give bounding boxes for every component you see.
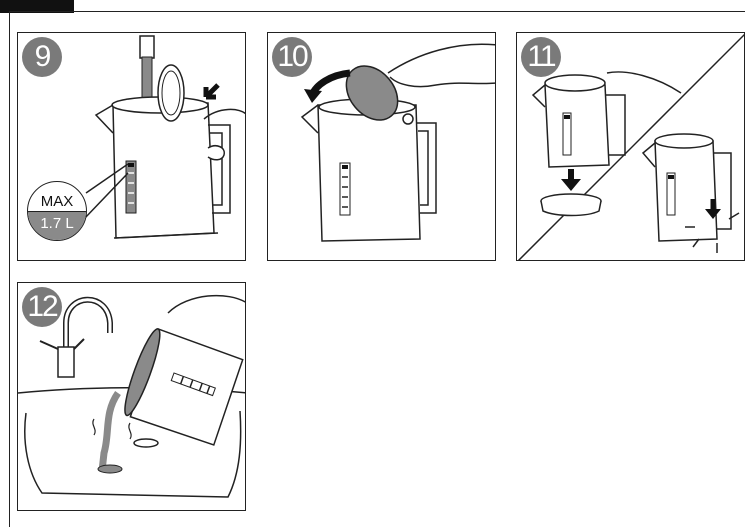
step-9-panel: 9 MAX 1.7 L xyxy=(17,32,246,261)
step-badge: 9 xyxy=(22,37,62,77)
step-11-panel: 11 xyxy=(516,32,745,261)
step-10-panel: 10 xyxy=(267,32,496,261)
step-12-panel: 12 xyxy=(17,282,246,511)
step-badge: 12 xyxy=(22,287,62,327)
step-badge: 10 xyxy=(272,37,312,77)
step-badge: 11 xyxy=(521,37,561,77)
max-text: MAX xyxy=(28,182,86,211)
capacity-text: 1.7 L xyxy=(28,212,86,241)
max-fill-label: MAX 1.7 L xyxy=(27,181,87,241)
